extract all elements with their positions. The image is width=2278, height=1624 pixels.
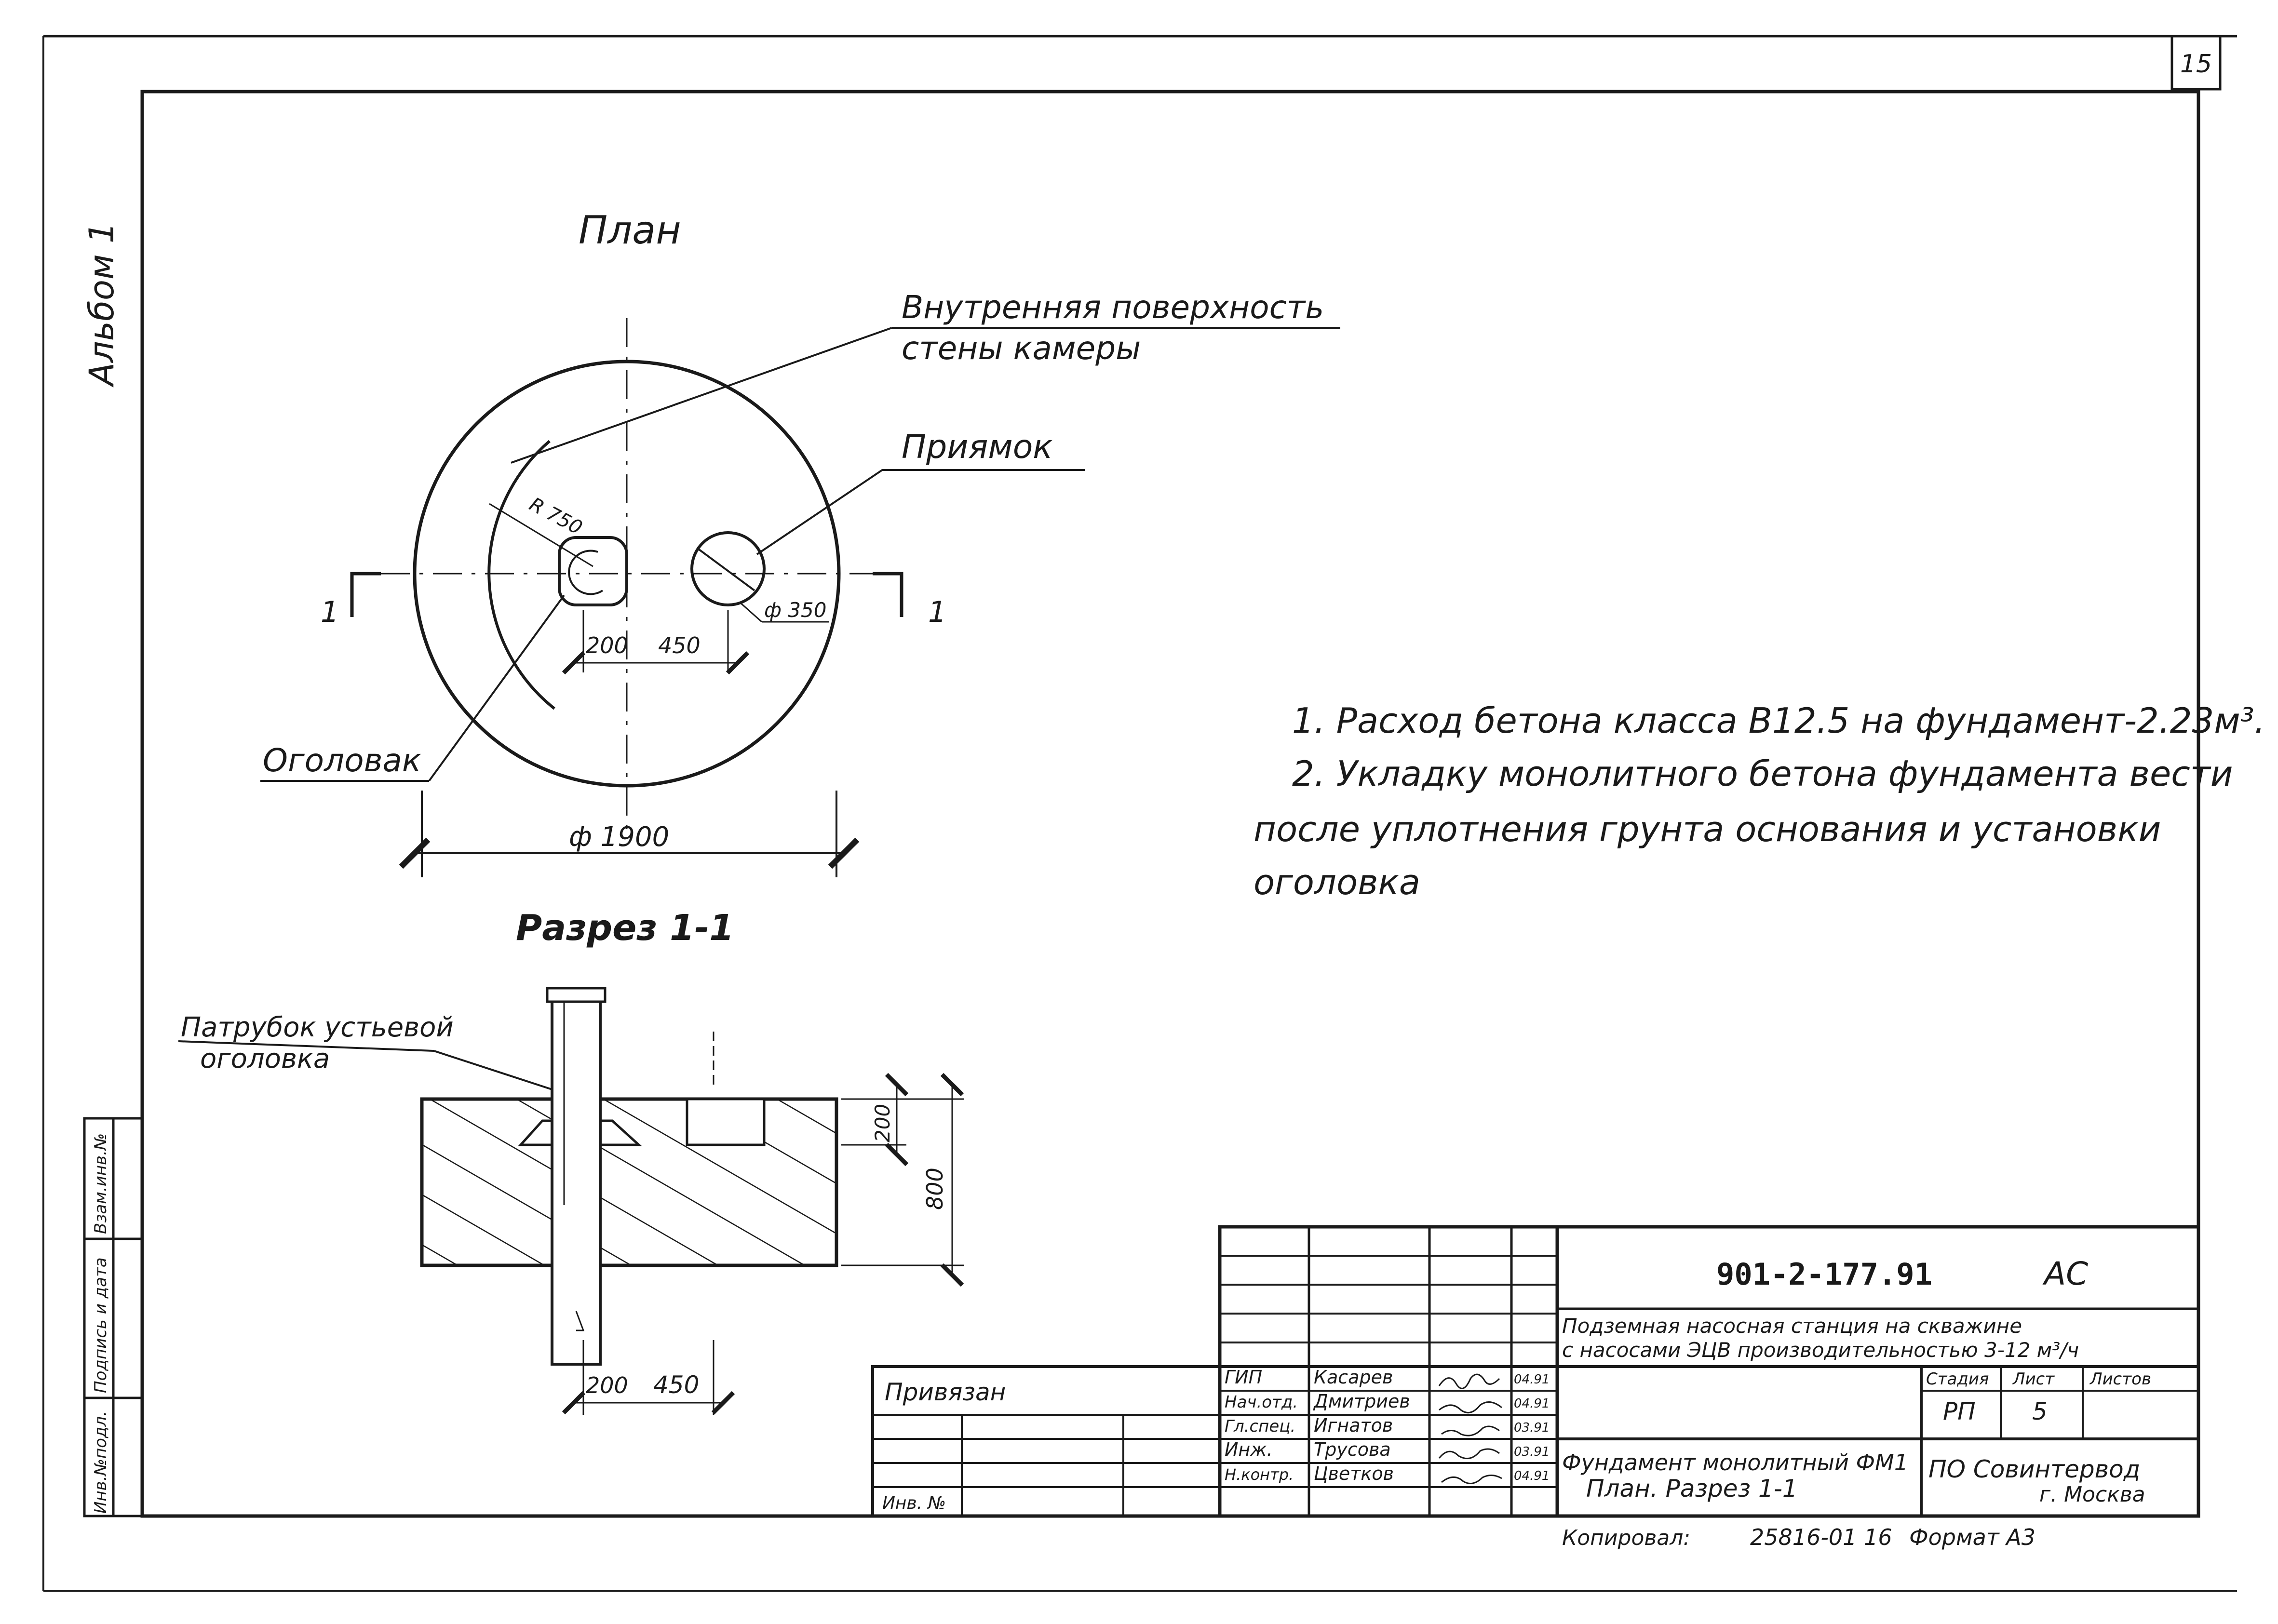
side-label-sign: Подпись и дата <box>91 1257 110 1393</box>
dim-section-800-vertical: 800 <box>922 1168 948 1210</box>
dim-diameter: ф 1900 <box>569 821 669 853</box>
signature-marks <box>1438 1373 1502 1484</box>
note-2-line1: 2. Укладку монолитного бетона фундамента… <box>1292 753 2233 794</box>
org-line2: г. Москва <box>2039 1482 2145 1507</box>
format-label: Формат А3 <box>1909 1524 2035 1550</box>
section-view <box>178 987 964 1415</box>
doc-code: 901-2-177.91 <box>1716 1257 1932 1292</box>
dim-section-200-vertical: 200 <box>871 1104 894 1142</box>
bound-label: Привязан <box>885 1378 1006 1406</box>
dim-radius: R 750 <box>526 493 586 539</box>
stage-header: Стадия <box>1926 1369 1989 1389</box>
copied-label: Копировал: <box>1562 1526 1690 1550</box>
sheet-value: 5 <box>2032 1397 2048 1425</box>
signer-role: Инж. <box>1225 1439 1273 1460</box>
page-number-box: 15 <box>2170 35 2222 91</box>
signer-role: Гл.спец. <box>1225 1417 1295 1436</box>
project-line2: с насосами ЭЦВ производительностью 3-12 … <box>1562 1338 2079 1362</box>
note-2-line2: после уплотнения грунта основания и уста… <box>1254 809 2161 849</box>
signer-role: ГИП <box>1225 1367 1262 1388</box>
sheets-header: Листов <box>2089 1369 2151 1389</box>
dim-pit-diameter: ф 350 <box>764 598 826 622</box>
signer-name: Касарев <box>1314 1367 1393 1388</box>
signer-name: Трусова <box>1314 1439 1391 1460</box>
project-line1: Подземная насосная станция на скважине <box>1562 1314 2022 1338</box>
page-number: 15 <box>2180 50 2212 79</box>
signer-name: Дмитриев <box>1313 1391 1410 1412</box>
label-pit: Приямок <box>902 428 1052 466</box>
signer-name: Игнатов <box>1314 1415 1393 1436</box>
signer-role: Нач.отд. <box>1225 1393 1298 1412</box>
dim-plan-200: 200 <box>586 632 628 658</box>
signer-name: Цветков <box>1314 1463 1394 1484</box>
dim-section-200: 200 <box>586 1372 628 1398</box>
note-2-line3: оголовка <box>1254 862 1420 902</box>
label-pipe-2: оголовка <box>200 1043 330 1074</box>
signer-date: 04.91 <box>1514 1469 1550 1483</box>
signer-date: 03.91 <box>1514 1421 1550 1435</box>
album-label: Альбом 1 <box>82 222 121 388</box>
side-label-replace: Взам.инв.№ <box>91 1133 110 1234</box>
plan-title: План <box>579 208 681 253</box>
signers-table: ГИП Касарев 04.91 Нач.отд. Дмитриев 04.9… <box>1225 1367 1550 1484</box>
dim-section-450: 450 <box>653 1371 699 1399</box>
signer-role: Н.контр. <box>1225 1465 1294 1484</box>
org-line1: ПО Совинтервод <box>1928 1455 2140 1483</box>
note-1: 1. Расход бетона класса В12.5 на фундаме… <box>1292 700 2265 741</box>
sheet-header: Лист <box>2012 1369 2055 1389</box>
signer-date: 03.91 <box>1514 1445 1550 1459</box>
stage-value: РП <box>1943 1397 1976 1425</box>
section-mark-left: 1 <box>321 595 339 629</box>
side-label-inv: Инв.№подл. <box>91 1411 110 1514</box>
signer-date: 04.91 <box>1514 1372 1550 1387</box>
label-inner-surface-1: Внутренняя поверхность <box>902 289 1324 326</box>
title-block <box>871 1225 2200 1518</box>
side-stamp <box>83 1117 144 1517</box>
doc-mark: АС <box>2042 1255 2088 1292</box>
section-title: Разрез 1-1 <box>516 907 734 949</box>
signer-date: 04.91 <box>1514 1396 1550 1411</box>
inv-label: Инв. № <box>882 1493 946 1513</box>
dim-plan-450: 450 <box>658 632 701 658</box>
drawing-title-line1: Фундамент монолитный ФМ1 <box>1562 1450 1908 1476</box>
label-pipe-1: Патрубок устьевой <box>181 1012 454 1043</box>
drawing-title-line2: План. Разрез 1-1 <box>1586 1475 1798 1503</box>
section-mark-right: 1 <box>928 595 946 629</box>
label-head: Оголовак <box>263 742 421 779</box>
copied-ref: 25816-01 16 <box>1750 1524 1892 1550</box>
plan-view <box>260 318 1340 877</box>
label-inner-surface-2: стены камеры <box>902 330 1141 367</box>
